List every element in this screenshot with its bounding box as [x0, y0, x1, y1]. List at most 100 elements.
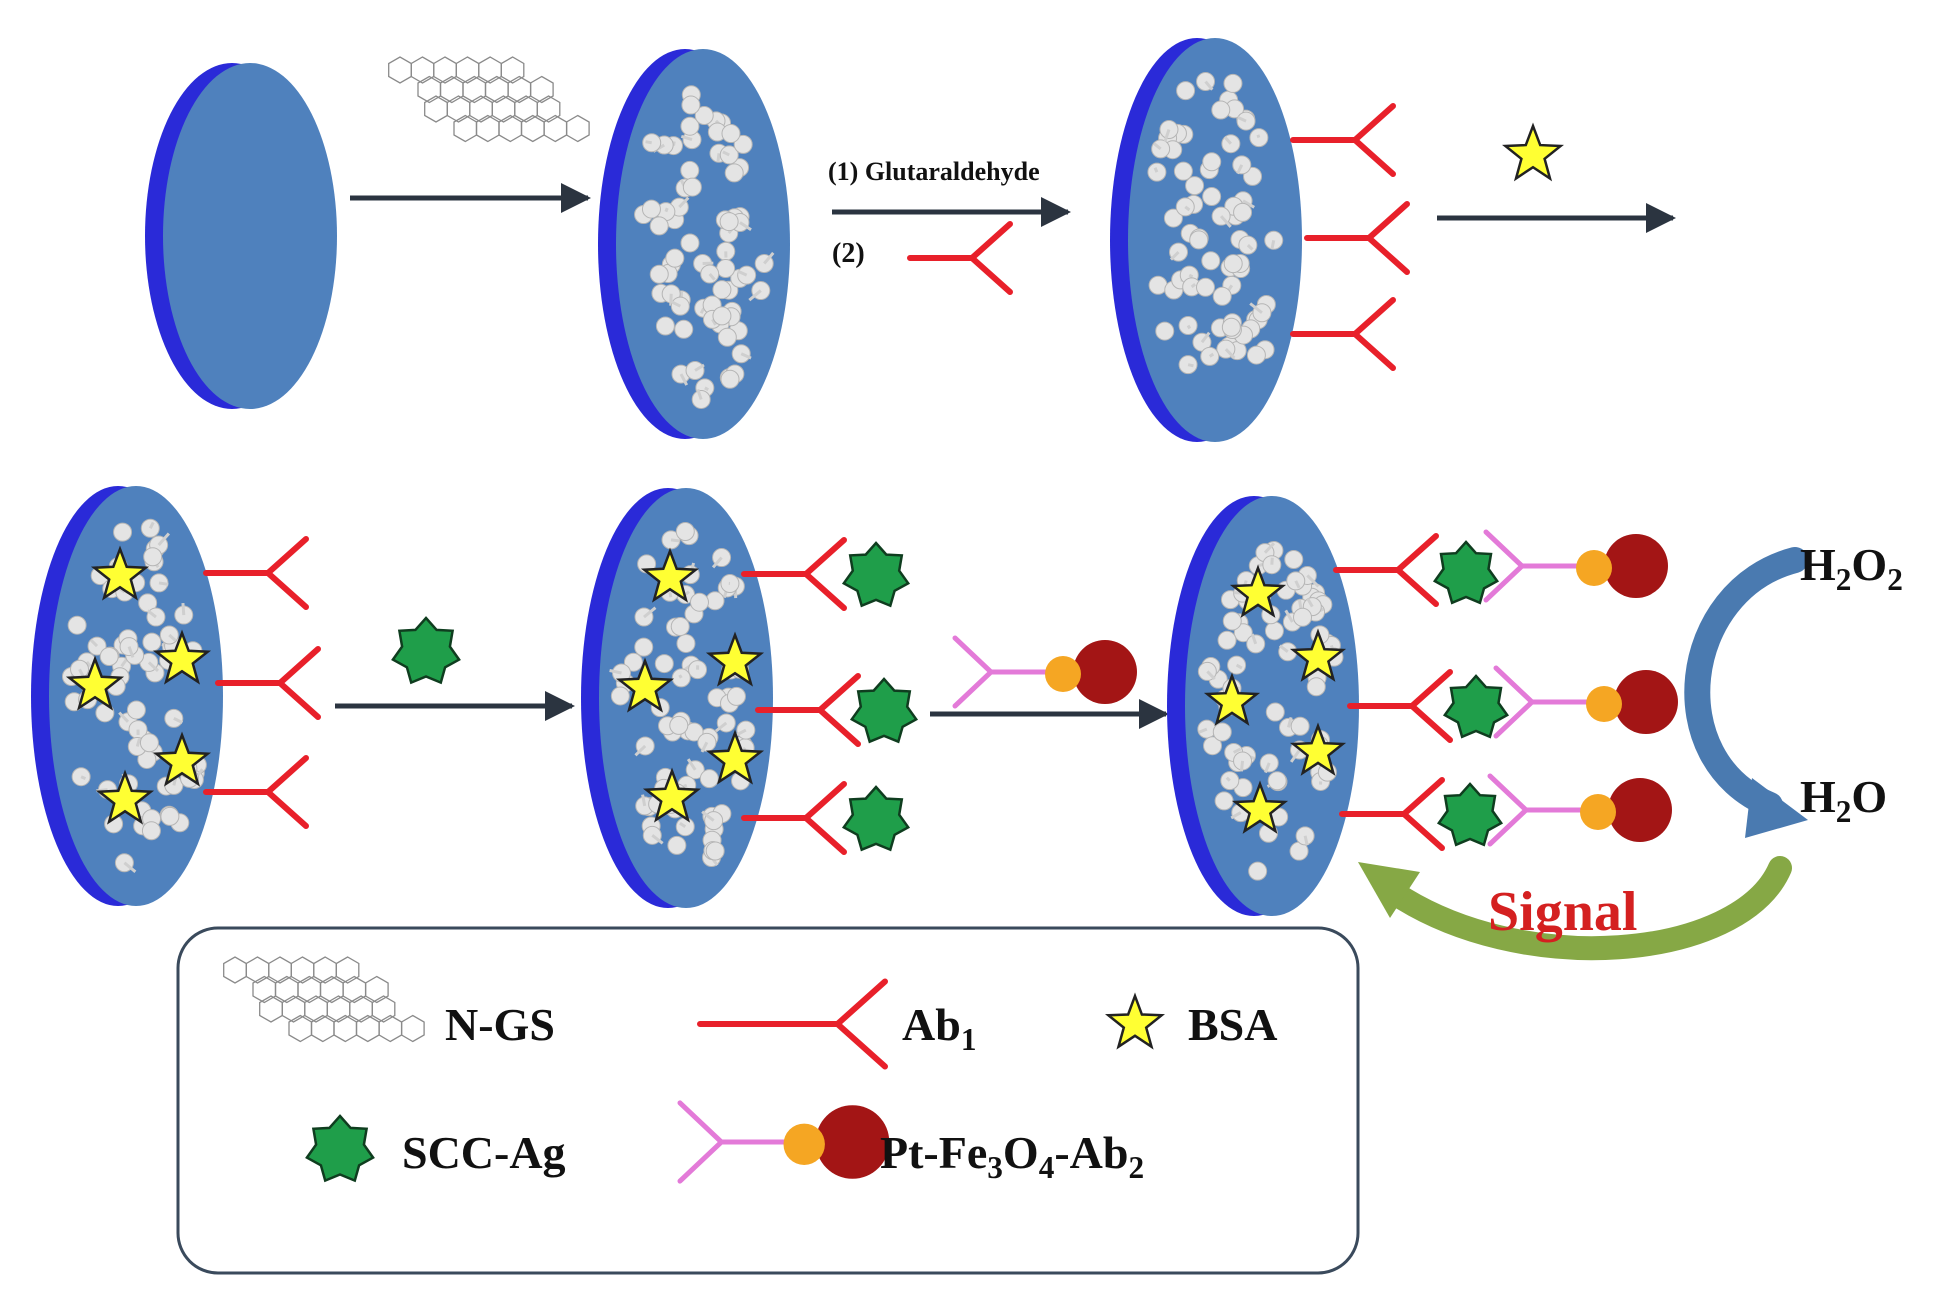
ngs-particle — [1293, 607, 1313, 627]
ngs-link — [80, 775, 87, 780]
ngs-link — [1223, 136, 1232, 145]
pt-fe3o4-ab2-e6-bottom — [1487, 773, 1672, 847]
ngs-particle — [1233, 202, 1253, 222]
pt-particle — [1580, 794, 1616, 830]
ngs-link — [1298, 599, 1303, 609]
ab1-electrode — [1110, 38, 1302, 442]
ngs-link — [1198, 727, 1208, 734]
ngs-particle — [1221, 317, 1241, 337]
ngs-particle — [99, 647, 119, 667]
hex-cell — [500, 56, 525, 84]
ngs-link — [668, 591, 673, 598]
ngs-link — [1249, 302, 1263, 314]
ngs-link — [704, 386, 709, 392]
ngs-particle — [1222, 611, 1242, 631]
ab1-shape — [907, 221, 1013, 295]
bsa-star-e4-2 — [152, 629, 212, 685]
bsa-star-e5-3 — [615, 657, 675, 713]
ngs-link — [1225, 776, 1231, 782]
ab1-on-electrode4-bottom — [203, 755, 309, 829]
ngs-particle — [719, 212, 739, 232]
bsa-star-e6-4 — [1289, 722, 1347, 776]
ngs-link — [1263, 542, 1276, 554]
legend-scc-ag-icon — [305, 1114, 375, 1183]
ngs-link — [1250, 633, 1258, 645]
ngs-particle — [1173, 161, 1193, 181]
ngs-link — [1153, 167, 1159, 173]
legend-ab1-icon — [697, 978, 888, 1070]
hex-cell — [565, 114, 590, 143]
ngs-link — [699, 307, 706, 314]
ngs-particle — [720, 369, 740, 389]
ngs-link — [679, 821, 687, 828]
ab2-shape — [1487, 773, 1585, 847]
ngs-particle — [1246, 345, 1266, 365]
ngs-link — [146, 609, 157, 619]
ngs-link — [181, 602, 186, 616]
ngs-link — [680, 134, 693, 142]
hex-cell — [491, 95, 516, 123]
bsa-star-shape — [705, 631, 765, 687]
bsa-star-shape — [90, 545, 150, 601]
bsa-star-shape — [1502, 122, 1564, 182]
signal-arrow-head — [1358, 862, 1420, 918]
ngs-link — [1219, 215, 1232, 228]
ngs-link — [686, 758, 697, 771]
ngs-link — [711, 556, 723, 569]
ab1-shape — [741, 537, 847, 611]
hex-cell — [536, 95, 561, 123]
signal-arrow — [1378, 856, 1792, 961]
ngs-link — [1186, 324, 1192, 330]
ab1-on-electrode3-bottom — [1290, 297, 1396, 371]
ngs-link — [1190, 283, 1197, 289]
ngs-sheet-icon-step1 — [388, 56, 590, 143]
ab1-shape — [203, 755, 309, 829]
legend-pt-fe3o4-ab2-label: Pt-Fe3O4-Ab2 — [880, 1127, 1144, 1185]
ngs-particle — [67, 615, 87, 635]
ngs-link — [1246, 244, 1254, 251]
sandwich-electrode — [1167, 496, 1359, 916]
pt-fe3o4-ab2-e6-mid — [1493, 665, 1678, 739]
ngs-particle — [1223, 73, 1243, 93]
pt-particle — [1586, 686, 1622, 722]
ngs-particle — [682, 177, 702, 197]
ngs-link — [1206, 670, 1216, 681]
ab1-shape — [697, 978, 888, 1070]
scc-ag-e6-mid — [1442, 674, 1510, 739]
ab1-shape — [755, 673, 861, 747]
ngs-particle — [649, 216, 669, 236]
ngs-particle — [669, 715, 689, 735]
ngs-link — [679, 373, 689, 386]
scc-ag-e5-mid — [849, 677, 919, 744]
ab1-on-electrode3-top — [1290, 103, 1396, 177]
ngs-particle — [1155, 321, 1175, 341]
ngs-link — [696, 388, 703, 400]
ngs-link — [678, 674, 683, 679]
ngs-link — [1233, 747, 1242, 754]
ngs-link — [739, 221, 752, 232]
bsa-star-shape — [1289, 628, 1347, 682]
scc-ag-shape — [1436, 782, 1504, 847]
ngs-particle — [681, 95, 701, 115]
bsa-star-e5-2 — [705, 631, 765, 687]
antigen-electrode — [581, 488, 773, 908]
ngs-particle — [1223, 254, 1243, 274]
ngs-particle — [667, 835, 687, 855]
ngs-particle — [676, 633, 696, 653]
bsa-star-shape — [1289, 722, 1347, 776]
hex-cell — [364, 975, 389, 1004]
bsa-star-shape — [65, 655, 125, 711]
ngs-link — [1204, 80, 1214, 91]
ngs-link — [1169, 251, 1180, 261]
ngs-link — [1287, 717, 1293, 728]
ab1-shape — [1290, 297, 1396, 371]
ngs-particle — [1185, 176, 1205, 196]
ngs-particle — [1189, 230, 1209, 250]
hex-cell — [455, 56, 480, 84]
hex-cell — [410, 56, 435, 84]
scc-ag-shape — [1432, 540, 1500, 605]
bsa-star-shape — [705, 729, 765, 785]
ngs-particle — [726, 686, 746, 706]
ngs-particle — [724, 163, 744, 183]
pt-particle — [1045, 656, 1081, 692]
